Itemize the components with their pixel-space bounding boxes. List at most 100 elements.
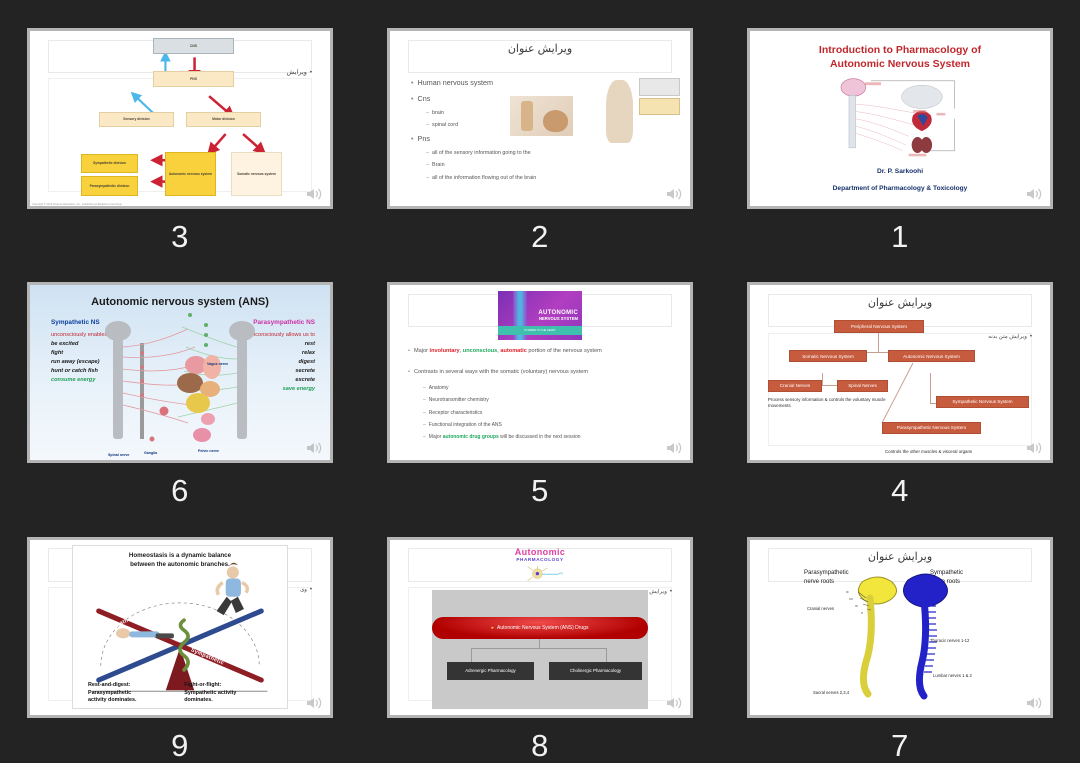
flow-box-somatic-nervous-system: Somatic nervous system	[231, 151, 282, 196]
ans-anatomy-illustration	[798, 75, 1002, 163]
bullet-l1: Cns	[411, 94, 431, 103]
slide-canvas-8: Autonomic PHARMACOLOGY •ویرایش متن بدنه	[390, 539, 690, 715]
slide-canvas-9: •وی Homeostasis is a dynamic balance bet…	[30, 539, 330, 715]
slide-thumbnail-9[interactable]: •وی Homeostasis is a dynamic balance bet…	[27, 536, 333, 718]
brain-photo	[510, 95, 573, 136]
connector	[792, 385, 864, 387]
node-ans-drugs: ▸ Autonomic Nervous System (ANS) Drugs	[432, 616, 648, 640]
slide-cell-1[interactable]: Introduction to Pharmacology of Autonomi…	[720, 0, 1080, 254]
nerve-roots-graphic	[857, 573, 948, 700]
label-lumbar-nerves: Lumbar nerves 1 & 2	[933, 672, 972, 678]
slide-title: ویرایش عنوان	[507, 42, 573, 55]
sympathetic-list: unconsciously enables us to be excited f…	[51, 331, 121, 384]
seesaw-graphic	[92, 562, 268, 692]
bullet-l2: all of the sensory information going to …	[426, 150, 531, 156]
copyright-text: Copyright © 2014 Pearson Education, Inc.…	[32, 203, 122, 206]
label-ganglia: Ganglia	[144, 451, 158, 456]
ans-nerve-diagram	[105, 313, 255, 443]
sympathetic-heading: Sympathetic nerve roots	[930, 570, 964, 585]
slide-cell-9[interactable]: •وی Homeostasis is a dynamic balance bet…	[0, 509, 360, 763]
bullet-l2: Major autonomic drug groups will be disc…	[423, 434, 581, 440]
slide-cell-5[interactable]: AUTONOMIC NERVOUS SYSTEM IS WIRED TO THE…	[360, 254, 720, 508]
body-figure-image	[606, 80, 633, 143]
bullet-l2: Receptor characteristics	[423, 410, 483, 416]
title-placeholder-box	[768, 548, 1032, 582]
slide-cell-8[interactable]: Autonomic PHARMACOLOGY •ویرایش متن بدنه	[360, 509, 720, 763]
bullet-l2: Brain	[426, 162, 445, 168]
slide-cell-6[interactable]: Autonomic nervous system (ANS) Sympathet…	[0, 254, 360, 508]
bullet-l2: Neurotransmitter chemistry	[423, 397, 489, 403]
connector	[606, 648, 607, 663]
label-pelvic-nerve: Pelvic nerve	[198, 449, 219, 454]
speaker-icon[interactable]	[665, 695, 685, 711]
speaker-icon[interactable]	[665, 440, 685, 456]
bullet-l1: Pns	[411, 134, 430, 143]
connector	[538, 639, 540, 649]
node-cholinergic-pharmacology: Cholinergic Pharmacology	[549, 662, 642, 680]
speaker-icon[interactable]	[305, 695, 325, 711]
persian-placeholder-text: •ویرایش	[286, 68, 312, 76]
slide-number: 7	[891, 727, 909, 763]
bullet-l1: Major involuntary, unconscious, automati…	[408, 348, 602, 354]
diagonal-connector	[881, 363, 914, 424]
bullet-l2: spinal cord	[426, 122, 458, 128]
slide-thumbnail-2[interactable]: ویرایش عنوان Human nervous system Cns br…	[387, 28, 693, 209]
persian-body-placeholder: •وی	[300, 586, 312, 593]
department-name: Department of Pharmacology & Toxicology	[832, 185, 968, 192]
slide-cell-3[interactable]: •ویرایش	[0, 0, 360, 254]
slide-cell-7[interactable]: ویرایش عنوان Parasympathetic nerve roots…	[720, 509, 1080, 763]
neuron-icon	[527, 566, 564, 582]
speaker-icon[interactable]	[1025, 186, 1045, 202]
caption-somatic: Process sensory information & controls t…	[768, 397, 886, 409]
speaker-icon[interactable]	[305, 186, 325, 202]
slide-thumbnail-6[interactable]: Autonomic nervous system (ANS) Sympathet…	[27, 282, 333, 464]
parasympathetic-heading: Parasympathetic nerve roots	[804, 570, 849, 585]
callout-box-2	[639, 97, 680, 116]
slide-thumbnail-7[interactable]: ویرایش عنوان Parasympathetic nerve roots…	[747, 536, 1053, 718]
connector	[471, 648, 606, 650]
node-peripheral-nervous-system: Peripheral Nervous System	[834, 320, 924, 333]
slide-thumbnail-3[interactable]: •ویرایش	[27, 28, 333, 209]
label-cranial-nerves: Cranial nerves	[807, 606, 834, 612]
connector	[877, 330, 879, 352]
slide-number: 8	[531, 727, 549, 763]
label-x: X	[861, 611, 864, 616]
label-sacral-nerves: Sacral nerves 2,3,4	[813, 690, 850, 696]
connector	[471, 648, 472, 663]
bullet-l2: Anatomy	[423, 385, 449, 391]
speaker-icon[interactable]	[665, 186, 685, 202]
speaker-icon[interactable]	[1025, 440, 1045, 456]
title-placeholder-box	[408, 548, 672, 582]
node-spinal-nerves: Spinal Nerves	[837, 379, 888, 393]
bullet-l2: brain	[426, 110, 444, 116]
title-placeholder-box	[408, 39, 672, 73]
sympathetic-heading: Sympathetic NS	[51, 318, 100, 326]
caption-autonomic: Controls the other muscles & visceral or…	[885, 449, 973, 455]
label-vii: VII	[849, 597, 853, 602]
slide-number: 9	[171, 727, 189, 763]
slide-title: Autonomic nervous system (ANS)	[91, 295, 269, 308]
connector	[930, 372, 931, 405]
speaker-icon[interactable]	[1025, 695, 1045, 711]
persian-body-placeholder: •ویرایش متن بدنه	[988, 334, 1032, 341]
slide-thumbnail-1[interactable]: Introduction to Pharmacology of Autonomi…	[747, 28, 1053, 209]
slide-thumbnail-8[interactable]: Autonomic PHARMACOLOGY •ویرایش متن بدنه	[387, 536, 693, 718]
label-vagus-nerve: Vagus nerve	[207, 362, 229, 367]
speaker-icon[interactable]	[305, 440, 325, 456]
node-adrenergic-pharmacology: Adrenergic Pharmacology	[447, 662, 534, 680]
slide-thumbnail-5[interactable]: AUTONOMIC NERVOUS SYSTEM IS WIRED TO THE…	[387, 282, 693, 464]
flow-box-motor-division: Motor division	[186, 111, 261, 128]
slide-canvas-6: Autonomic nervous system (ANS) Sympathet…	[30, 285, 330, 461]
flow-box-parasympathetic-division: Parasympathetic division	[81, 176, 138, 196]
node-sympathetic-nervous-system: Sympathetic Nervous System	[936, 395, 1029, 408]
node-autonomic-nervous-system: Autonomic Nervous System	[888, 350, 975, 363]
slide-cell-2[interactable]: ویرایش عنوان Human nervous system Cns br…	[360, 0, 720, 254]
chart-panel	[432, 590, 648, 710]
slide-thumbnail-4[interactable]: ویرایش عنوان •ویرایش متن بدنه Peripheral…	[747, 282, 1053, 464]
ans-banner-image: AUTONOMIC NERVOUS SYSTEM IS WIRED TO THE…	[498, 290, 582, 340]
node-parasympathetic-nervous-system: Parasympathetic Nervous System	[882, 421, 981, 435]
slide-cell-4[interactable]: ویرایش عنوان •ویرایش متن بدنه Peripheral…	[720, 254, 1080, 508]
slide-title: ویرایش عنوان	[867, 296, 933, 309]
caption-rest-and-digest: Rest-and-digest: Parasympathetic activit…	[87, 682, 137, 703]
